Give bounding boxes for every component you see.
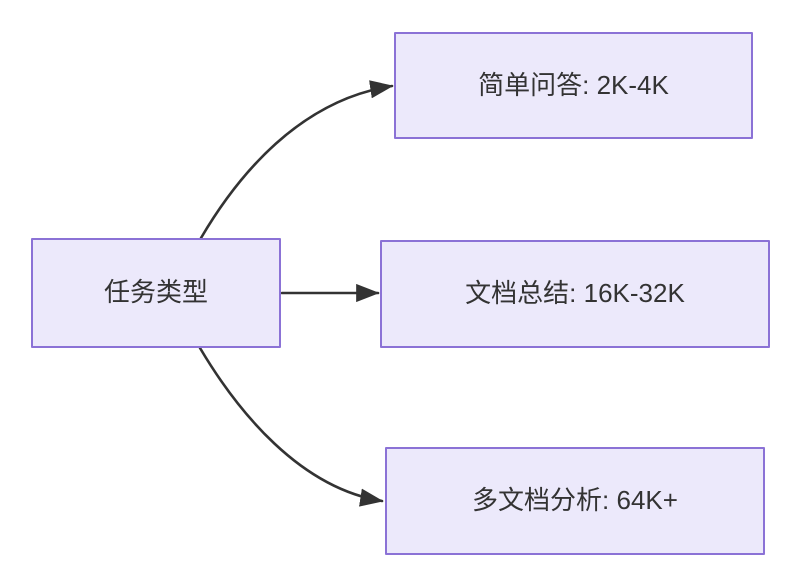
node-multi-doc-analysis[interactable]: 多文档分析: 64K+ xyxy=(385,447,765,555)
node-doc-summary[interactable]: 文档总结: 16K-32K xyxy=(380,240,770,348)
node-task-type-label: 任务类型 xyxy=(103,277,208,308)
node-simple-qa-label: 简单问答: 2K-4K xyxy=(478,69,669,100)
node-multi-doc-analysis-label: 多文档分析: 64K+ xyxy=(472,485,678,516)
node-task-type[interactable]: 任务类型 xyxy=(31,238,281,348)
edge-root-to-simple-qa xyxy=(199,80,394,240)
node-simple-qa[interactable]: 简单问答: 2K-4K xyxy=(394,32,753,139)
edge-root-to-multi-doc xyxy=(198,346,384,507)
node-doc-summary-label: 文档总结: 16K-32K xyxy=(465,278,685,309)
